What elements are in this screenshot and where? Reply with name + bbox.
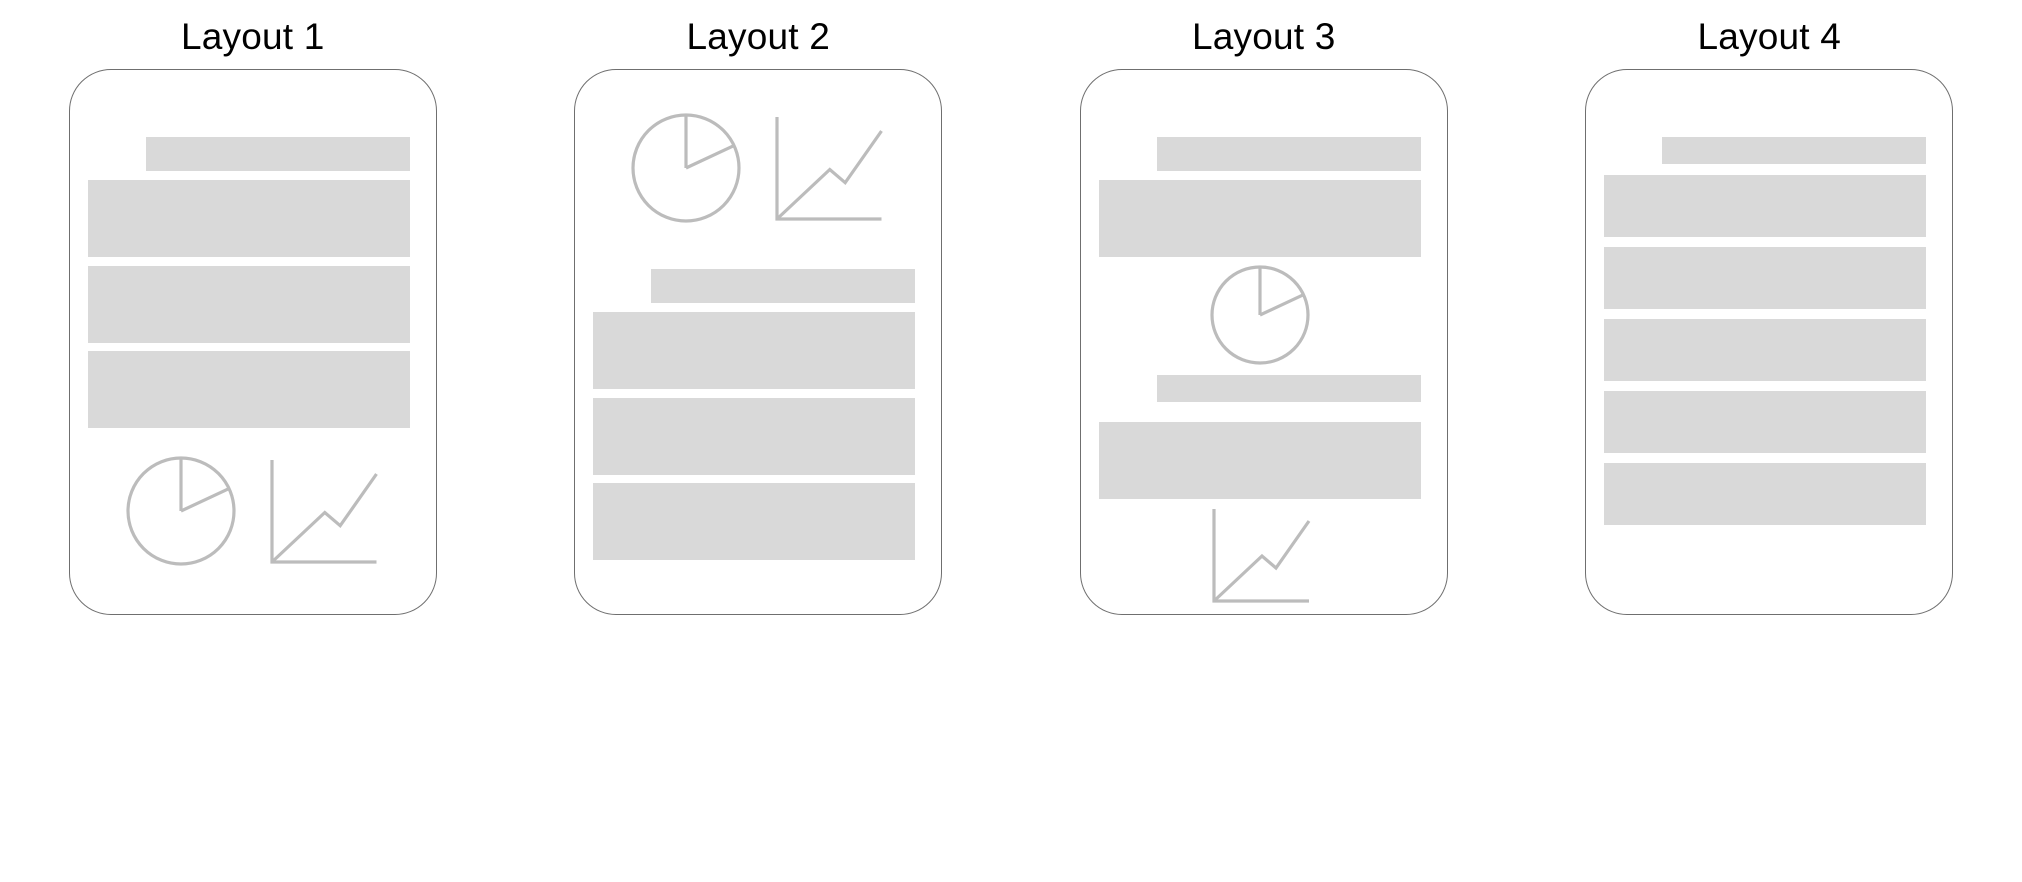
layout-card-inner bbox=[1586, 70, 1952, 614]
content-block-2[interactable] bbox=[1604, 247, 1927, 309]
content-block-1[interactable] bbox=[87, 180, 410, 257]
layout-card-2[interactable] bbox=[574, 69, 943, 615]
header-bar[interactable] bbox=[651, 269, 916, 303]
content-block-2[interactable] bbox=[1098, 422, 1421, 499]
line-chart-series bbox=[1212, 520, 1311, 603]
line-chart-glyph bbox=[270, 460, 378, 564]
header-bar[interactable] bbox=[145, 137, 410, 171]
content-block-3[interactable] bbox=[87, 351, 410, 428]
layout-title: Layout 2 bbox=[686, 16, 831, 57]
content-block-3[interactable] bbox=[1604, 319, 1927, 381]
layout-card-inner bbox=[575, 70, 941, 614]
layout-card-3[interactable] bbox=[1079, 69, 1448, 615]
content-block-5[interactable] bbox=[1604, 463, 1927, 525]
pie-chart-glyph bbox=[631, 113, 741, 223]
layout-card-inner bbox=[1081, 70, 1447, 614]
line-chart-series bbox=[270, 473, 378, 564]
layout-title: Layout 1 bbox=[180, 16, 325, 57]
layout-card-4[interactable] bbox=[1585, 69, 1954, 615]
layout-title: Layout 3 bbox=[1191, 16, 1336, 57]
content-block-2[interactable] bbox=[593, 398, 916, 475]
pie-radius-slice bbox=[1259, 293, 1304, 317]
content-block-1[interactable] bbox=[1604, 175, 1927, 237]
line-chart-glyph bbox=[1212, 509, 1311, 603]
pie-radius-slice bbox=[685, 144, 735, 170]
pie-chart-glyph bbox=[126, 456, 236, 566]
layout-card-inner bbox=[70, 70, 436, 614]
layout-column-1: Layout 1 bbox=[0, 0, 506, 882]
content-block-2[interactable] bbox=[87, 266, 410, 343]
content-block-1[interactable] bbox=[1098, 180, 1421, 257]
layout-column-2: Layout 2 bbox=[506, 0, 1012, 882]
line-chart-glyph bbox=[775, 117, 884, 221]
section-label-bar[interactable] bbox=[1156, 375, 1421, 402]
line-chart-series bbox=[776, 130, 884, 221]
content-block-4[interactable] bbox=[1604, 391, 1927, 453]
layout-column-4: Layout 4 bbox=[1517, 0, 2022, 882]
pie-radius-slice bbox=[180, 487, 230, 513]
content-block-1[interactable] bbox=[593, 312, 916, 389]
pie-chart-glyph bbox=[1210, 265, 1310, 365]
layout-card-1[interactable] bbox=[68, 69, 437, 615]
header-bar[interactable] bbox=[1156, 137, 1421, 171]
header-bar[interactable] bbox=[1662, 137, 1927, 164]
layout-title: Layout 4 bbox=[1697, 16, 1842, 57]
layout-column-3: Layout 3 bbox=[1011, 0, 1517, 882]
content-block-3[interactable] bbox=[593, 483, 916, 560]
